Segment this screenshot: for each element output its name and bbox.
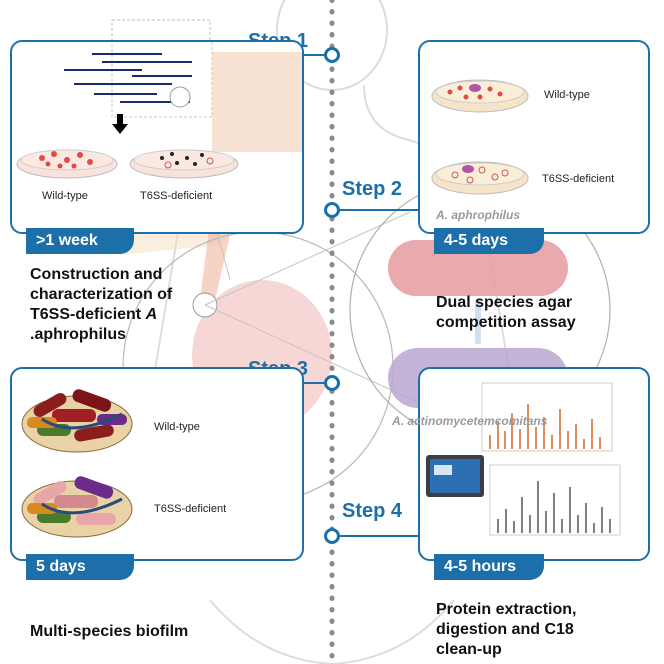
step2-duration-tag: 4-5 days xyxy=(434,228,544,254)
step2-node xyxy=(324,202,340,218)
step1-description: Construction and characterization of T6S… xyxy=(30,266,173,343)
step2-panel: Wild-type T6SS-deficient xyxy=(418,40,650,234)
mass-spectrum-illustration xyxy=(426,382,621,536)
competition-plates-illustration xyxy=(431,79,529,195)
step3-description: Multi-species biofilm xyxy=(30,623,189,640)
step3-node xyxy=(324,375,340,391)
step4-panel xyxy=(418,367,650,561)
plasmid-construct-illustration xyxy=(16,42,302,179)
step1-panel: Wild-type T6SS-deficient xyxy=(10,40,304,234)
step3-panel: Wild-type T6SS-deficient xyxy=(10,367,304,561)
step1-wildtype-label: Wild-type xyxy=(42,190,88,202)
species-top-label: A. aphrophilus xyxy=(436,208,520,222)
step4-node xyxy=(324,528,340,544)
step4-description: Protein extraction, digestion and C18 cl… xyxy=(436,601,577,658)
step1-node xyxy=(324,47,340,63)
step2-t6ss-label: T6SS-deficient xyxy=(542,173,615,185)
step1-duration-tag: >1 week xyxy=(26,228,134,254)
step4-label: Step 4 xyxy=(342,500,403,522)
species-bottom-label: A. actinomycetemcomitans xyxy=(392,414,548,428)
biofilm-illustration xyxy=(21,389,133,538)
step4-duration-tag: 4-5 hours xyxy=(434,554,544,580)
step2-description: Dual species agar competition assay xyxy=(436,294,576,331)
step3-wildtype-label: Wild-type xyxy=(154,421,200,433)
step3-t6ss-label: T6SS-deficient xyxy=(154,503,227,515)
step3-duration-tag: 5 days xyxy=(26,554,134,580)
step2-wildtype-label: Wild-type xyxy=(544,89,590,101)
step2-label: Step 2 xyxy=(342,178,403,200)
step1-t6ss-label: T6SS-deficient xyxy=(140,190,213,202)
